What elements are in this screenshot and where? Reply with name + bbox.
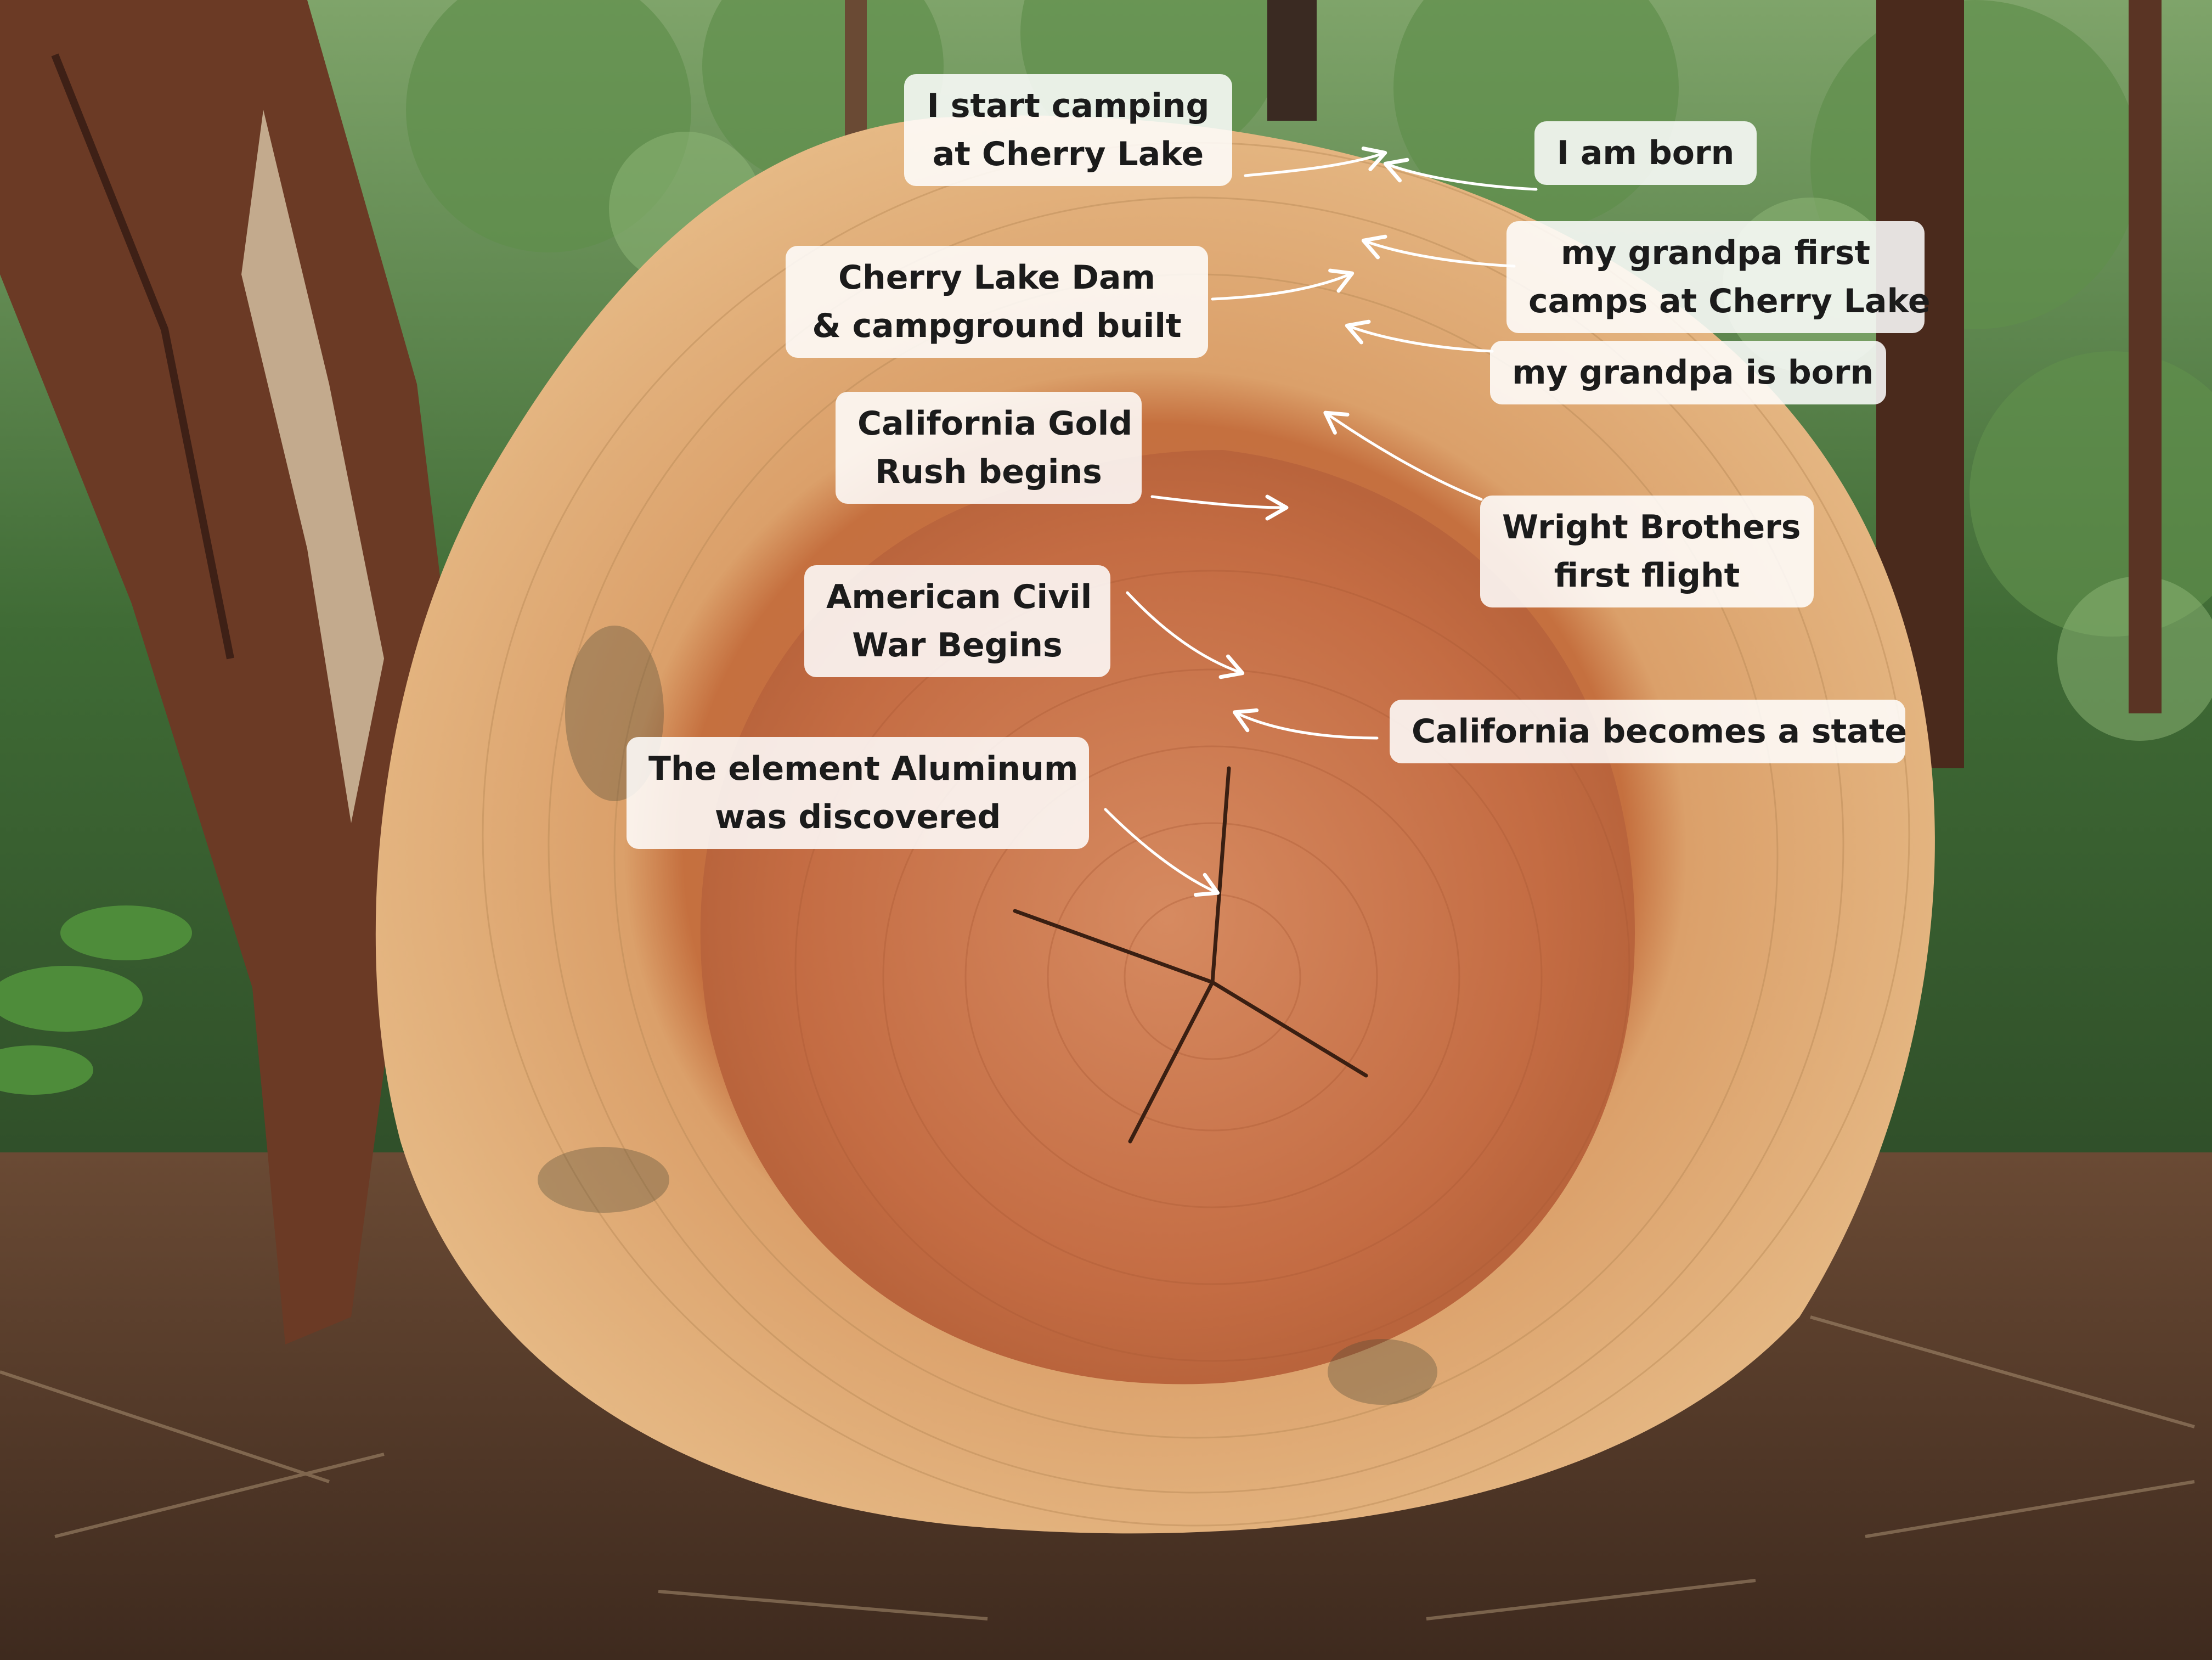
annotation-born-line-1: I am born bbox=[1556, 134, 1735, 172]
annotation-grandpa-camps-line-1: my grandpa first bbox=[1561, 234, 1870, 272]
annotation-civil-war-line-2: War Begins bbox=[852, 626, 1063, 665]
annotation-civil-war: American Civil War Begins bbox=[804, 565, 1110, 677]
annotation-wright-line-1: Wright Brothers bbox=[1502, 508, 1801, 547]
annotation-state-line-1: California becomes a state bbox=[1412, 712, 1908, 751]
annotation-camping-line-2: at Cherry Lake bbox=[932, 135, 1204, 173]
arrow-gold-rush bbox=[1150, 494, 1289, 521]
arrow-grandpa-camps bbox=[1361, 234, 1516, 268]
annotation-dam-line-1: Cherry Lake Dam bbox=[838, 258, 1156, 297]
small-plant bbox=[0, 905, 192, 1095]
annotation-wright: Wright Brothers first flight bbox=[1480, 496, 1814, 607]
annotation-gold-rush: California Gold Rush begins bbox=[836, 392, 1142, 504]
annotation-arrows bbox=[1104, 147, 1538, 897]
annotation-born: I am born bbox=[1534, 121, 1757, 185]
annotation-civil-war-line-1: American Civil bbox=[826, 578, 1092, 616]
annotation-camping-line-1: I start camping bbox=[927, 87, 1210, 125]
annotation-dam: Cherry Lake Dam & campground built bbox=[786, 246, 1208, 358]
annotation-aluminum: The element Aluminum was discovered bbox=[627, 737, 1089, 849]
annotation-state: California becomes a state bbox=[1390, 700, 1908, 763]
arrow-born bbox=[1383, 157, 1538, 191]
arrow-wright bbox=[1323, 410, 1483, 501]
annotation-gold-rush-line-1: California Gold bbox=[857, 404, 1133, 443]
annotation-grandpa-camps-line-2: camps at Cherry Lake bbox=[1528, 282, 1931, 320]
annotation-dam-line-2: & campground built bbox=[812, 307, 1182, 345]
annotation-grandpa-camps: my grandpa first camps at Cherry Lake bbox=[1506, 221, 1931, 333]
arrow-civil-war bbox=[1126, 591, 1245, 679]
left-tree-trunk bbox=[0, 0, 450, 1344]
arrow-aluminum bbox=[1104, 808, 1220, 897]
radial-cracks bbox=[1013, 766, 1368, 1144]
annotation-aluminum-line-2: was discovered bbox=[714, 798, 1001, 836]
arrow-camping bbox=[1244, 147, 1387, 177]
heartwood bbox=[700, 450, 1635, 1385]
annotation-grandpa-born: my grandpa is born bbox=[1490, 341, 1886, 404]
arrow-dam bbox=[1211, 268, 1355, 301]
annotation-grandpa-born-line-1: my grandpa is born bbox=[1512, 353, 1874, 392]
growth-rings bbox=[794, 570, 1630, 1362]
annotation-wright-line-2: first flight bbox=[1554, 556, 1740, 595]
arrow-state bbox=[1232, 708, 1379, 740]
annotation-camping: I start camping at Cherry Lake bbox=[904, 74, 1232, 186]
annotation-aluminum-line-1: The element Aluminum bbox=[648, 750, 1079, 788]
arrow-grandpa-born bbox=[1345, 319, 1494, 353]
annotation-gold-rush-line-2: Rush begins bbox=[875, 453, 1102, 491]
